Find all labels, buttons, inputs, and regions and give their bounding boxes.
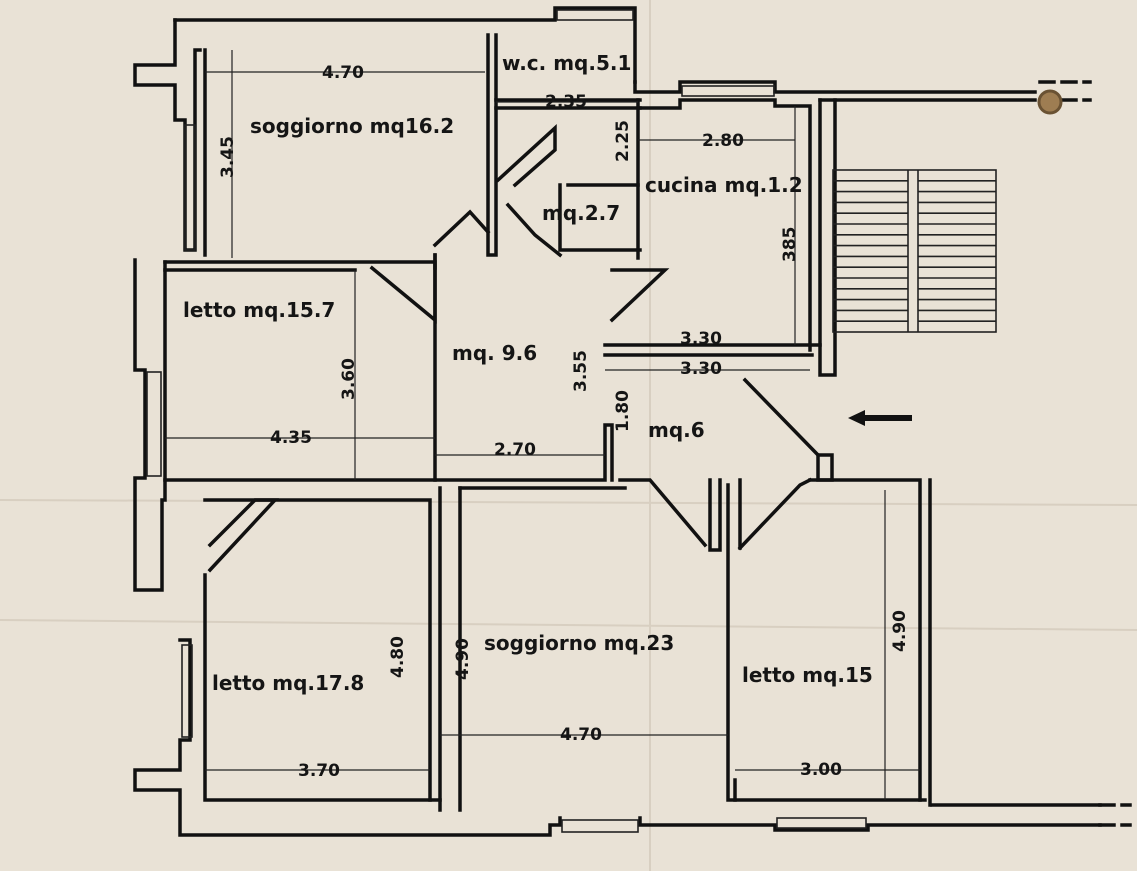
annotations bbox=[848, 80, 1132, 827]
entry-arrow bbox=[848, 410, 912, 426]
dim-kitchen-height: 385 bbox=[780, 227, 800, 263]
dim-entry-top: 3.30 bbox=[680, 359, 722, 379]
dim-bed-right-width: 3.00 bbox=[800, 760, 842, 780]
stair-treads bbox=[833, 180, 996, 323]
dim-wc-height: 2.25 bbox=[613, 120, 633, 162]
room-label-bed-bottom-left: letto mq.17.8 bbox=[212, 671, 364, 695]
dim-living-top-height: 3.45 bbox=[218, 136, 238, 178]
windows bbox=[146, 9, 867, 833]
staircase bbox=[832, 169, 997, 333]
room-label-living-top: soggiorno mq16.2 bbox=[250, 114, 454, 138]
dim-bed-right-height: 4.90 bbox=[890, 610, 910, 652]
dim-hall-width: 2.70 bbox=[494, 440, 536, 460]
room-label-entry: mq.6 bbox=[648, 418, 705, 442]
dim-entry-height: 1.80 bbox=[613, 390, 633, 432]
dim-kitchen-width: 2.80 bbox=[702, 131, 744, 151]
room-label-wc: w.c. mq.5.1 bbox=[502, 51, 631, 75]
dim-bed-bottom-left-height: 4.80 bbox=[388, 636, 408, 678]
dim-bed-bottom-left-width: 3.70 bbox=[298, 761, 340, 781]
dimension-labels: 4.70 3.45 2.35 2.25 2.80 385 3.30 3.30 3… bbox=[218, 63, 910, 781]
dim-kitchen-bottom: 3.30 bbox=[680, 329, 722, 349]
door-swings bbox=[207, 124, 821, 573]
room-labels: soggiorno mq16.2 w.c. mq.5.1 mq.2.7 cuci… bbox=[183, 51, 873, 695]
room-label-hall: mq. 9.6 bbox=[452, 341, 537, 365]
room-label-kitchen: cucina mq.1.2 bbox=[645, 173, 803, 197]
dimension-lines bbox=[165, 50, 920, 800]
room-label-bed-right: letto mq.15 bbox=[742, 663, 873, 687]
dim-hall-height: 3.55 bbox=[571, 350, 591, 392]
dim-wc-width: 2.35 bbox=[545, 92, 587, 112]
room-label-closet: mq.2.7 bbox=[542, 201, 620, 225]
room-label-bed-left: letto mq.15.7 bbox=[183, 298, 335, 322]
dim-living-bottom-width: 4.70 bbox=[560, 725, 602, 745]
dim-living-bottom-height: 4.90 bbox=[453, 638, 473, 680]
dim-bed-left-width: 4.35 bbox=[270, 428, 312, 448]
stain-mark bbox=[1037, 89, 1063, 115]
room-label-living-bottom: soggiorno mq.23 bbox=[484, 631, 674, 655]
outer-walls bbox=[133, 6, 1102, 837]
dim-living-top-width: 4.70 bbox=[322, 63, 364, 83]
dim-bed-left-height: 3.60 bbox=[339, 358, 359, 400]
